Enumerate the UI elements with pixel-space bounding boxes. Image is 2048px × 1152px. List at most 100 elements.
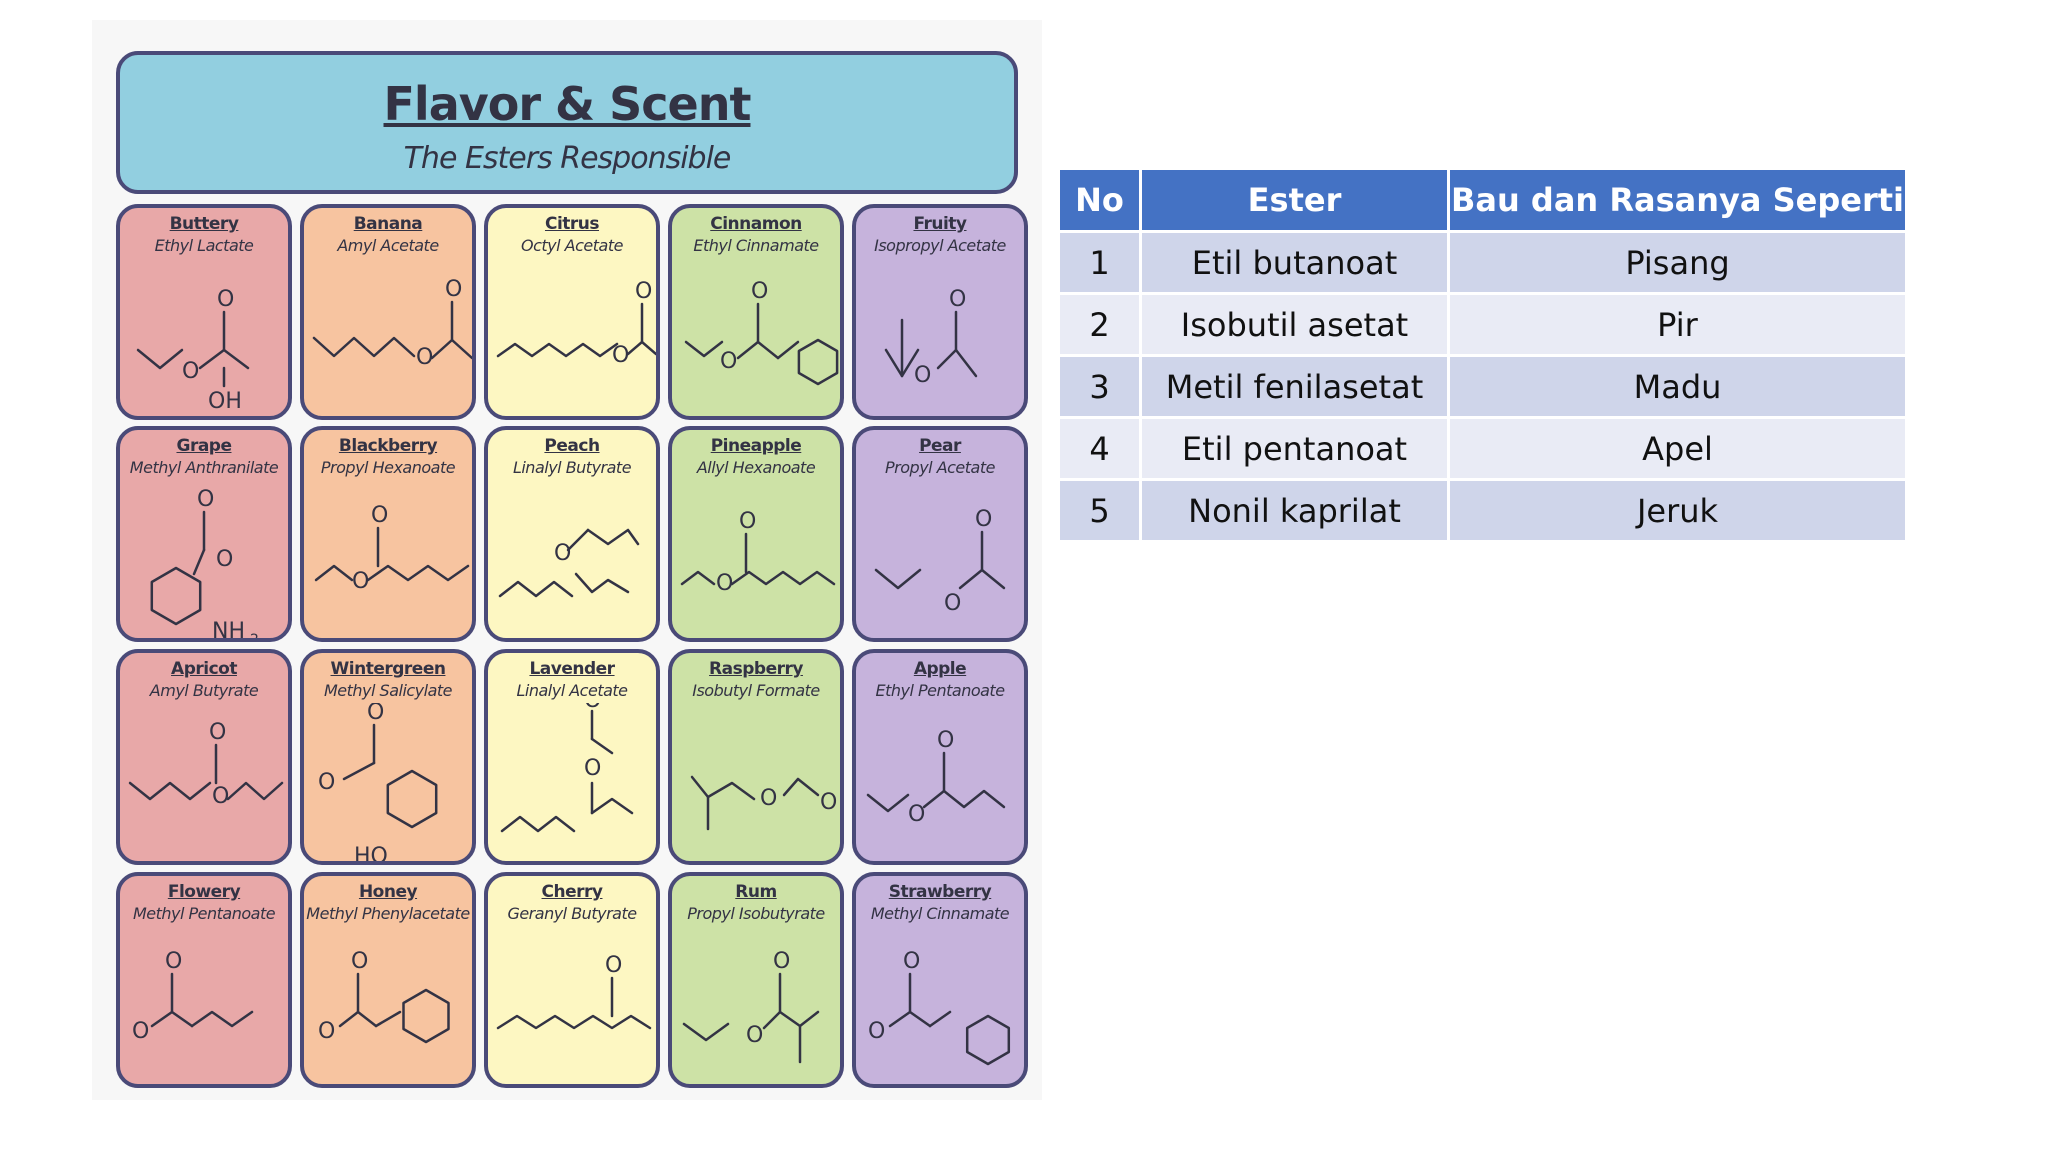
- cell-ester: Nonil kaprilat: [1139, 478, 1450, 543]
- molecule-structure-diagram: OO: [680, 509, 836, 596]
- svg-text:O: O: [182, 359, 199, 384]
- molecule-structure-diagram: O: [496, 953, 652, 1030]
- svg-text:O: O: [351, 949, 368, 974]
- card-ester-name: Ethyl Lactate: [154, 236, 254, 255]
- svg-text:O: O: [554, 541, 571, 566]
- card-flavor-name: Pear: [919, 436, 961, 456]
- svg-text:O: O: [367, 703, 384, 725]
- card-ester-name: Methyl Phenylacetate: [306, 904, 470, 923]
- card-flavor-name: Fruity: [913, 214, 967, 234]
- card-ester-name: Ethyl Cinnamate: [693, 236, 819, 255]
- molecule-structure-diagram: OO: [866, 728, 1006, 827]
- cell-smell: Apel: [1447, 416, 1908, 481]
- card-flavor-name: Citrus: [544, 214, 600, 234]
- svg-text:O: O: [949, 287, 966, 312]
- card-flavor-name: Strawberry: [888, 882, 992, 902]
- molecule-structure-diagram: OO: [312, 277, 472, 370]
- cell-ester: Isobutil asetat: [1139, 292, 1450, 357]
- card-ester-name: Geranyl Butyrate: [507, 904, 637, 923]
- poster-header: Flavor & Scent The Esters Responsible: [116, 51, 1018, 194]
- svg-text:O: O: [773, 949, 790, 974]
- svg-text:O: O: [635, 279, 652, 304]
- poster-subtitle: The Esters Responsible: [403, 141, 732, 176]
- table-row: 1 Etil butanoat Pisang: [1057, 230, 1908, 295]
- svg-text:O: O: [751, 279, 768, 304]
- card-ester-name: Ethyl Pentanoate: [875, 681, 1005, 700]
- svg-text:O: O: [944, 591, 961, 616]
- svg-text:O: O: [908, 802, 925, 827]
- card-flavor-name: Cherry: [541, 882, 603, 902]
- table-row: 3 Metil fenilasetat Madu: [1057, 354, 1908, 419]
- card-ester-name: Propyl Hexanoate: [320, 458, 456, 477]
- cell-smell: Jeruk: [1447, 478, 1908, 543]
- ester-table: No Ester Bau dan Rasanya Seperti 1 Etil …: [1057, 167, 1908, 543]
- table-row: 4 Etil pentanoat Apel: [1057, 416, 1908, 481]
- svg-text:O: O: [716, 571, 733, 596]
- molecule-structure-diagram: OO: [884, 287, 978, 388]
- molecule-structure-diagram: OO: [874, 507, 1006, 616]
- card-flavor-name: Peach: [544, 436, 600, 456]
- card-ester-name: Propyl Acetate: [885, 458, 995, 477]
- svg-text:O: O: [212, 784, 229, 809]
- svg-text:O: O: [165, 949, 182, 974]
- cell-smell: Pir: [1447, 292, 1908, 357]
- molecule-structure-diagram: OO: [682, 949, 820, 1064]
- cell-smell: Pisang: [1447, 230, 1908, 295]
- card-ester-name: Methyl Pentanoate: [132, 904, 276, 923]
- molecule-structure-diagram: OO: [868, 949, 1011, 1066]
- svg-text:O: O: [937, 728, 954, 753]
- table-header-row: No Ester Bau dan Rasanya Seperti: [1057, 167, 1908, 233]
- card-flavor-name: Banana: [353, 214, 423, 234]
- molecule-structure-diagram: OO: [496, 279, 656, 368]
- svg-text:O: O: [217, 287, 234, 312]
- svg-text:O: O: [445, 277, 462, 302]
- svg-text:HO: HO: [354, 844, 388, 863]
- cell-no: 4: [1057, 416, 1142, 481]
- molecule-structure-diagram: OO: [318, 949, 450, 1044]
- card-flavor-name: Flowery: [167, 882, 241, 902]
- svg-text:O: O: [605, 953, 622, 978]
- cell-no: 1: [1057, 230, 1142, 295]
- card-flavor-name: Rum: [735, 882, 777, 902]
- card-ester-name: Linalyl Acetate: [516, 681, 628, 700]
- svg-text:O: O: [720, 349, 737, 374]
- svg-text:O: O: [868, 1019, 885, 1044]
- cell-no: 2: [1057, 292, 1142, 357]
- svg-text:O: O: [746, 1023, 763, 1048]
- svg-text:O: O: [612, 343, 629, 368]
- cell-ester: Etil pentanoat: [1139, 416, 1450, 481]
- table-row: 5 Nonil kaprilat Jeruk: [1057, 478, 1908, 543]
- card-ester-name: Methyl Salicylate: [323, 681, 453, 700]
- card-flavor-name: Raspberry: [709, 659, 803, 679]
- cell-no: 5: [1057, 478, 1142, 543]
- svg-text:O: O: [371, 503, 388, 528]
- svg-text:O: O: [584, 703, 601, 713]
- svg-text:O: O: [216, 547, 233, 572]
- cell-ester: Metil fenilasetat: [1139, 354, 1450, 419]
- card-ester-name: Allyl Hexanoate: [696, 458, 816, 477]
- molecule-structure-diagram: O: [498, 528, 640, 598]
- card-ester-name: Methyl Cinnamate: [870, 904, 1010, 923]
- svg-text:NH: NH: [212, 619, 245, 640]
- svg-text:O: O: [739, 509, 756, 534]
- molecule-structure-diagram: OO: [128, 720, 284, 809]
- card-ester-name: Amyl Butyrate: [149, 681, 259, 700]
- cell-ester: Etil butanoat: [1139, 230, 1450, 295]
- card-ester-name: Isopropyl Acetate: [874, 236, 1006, 255]
